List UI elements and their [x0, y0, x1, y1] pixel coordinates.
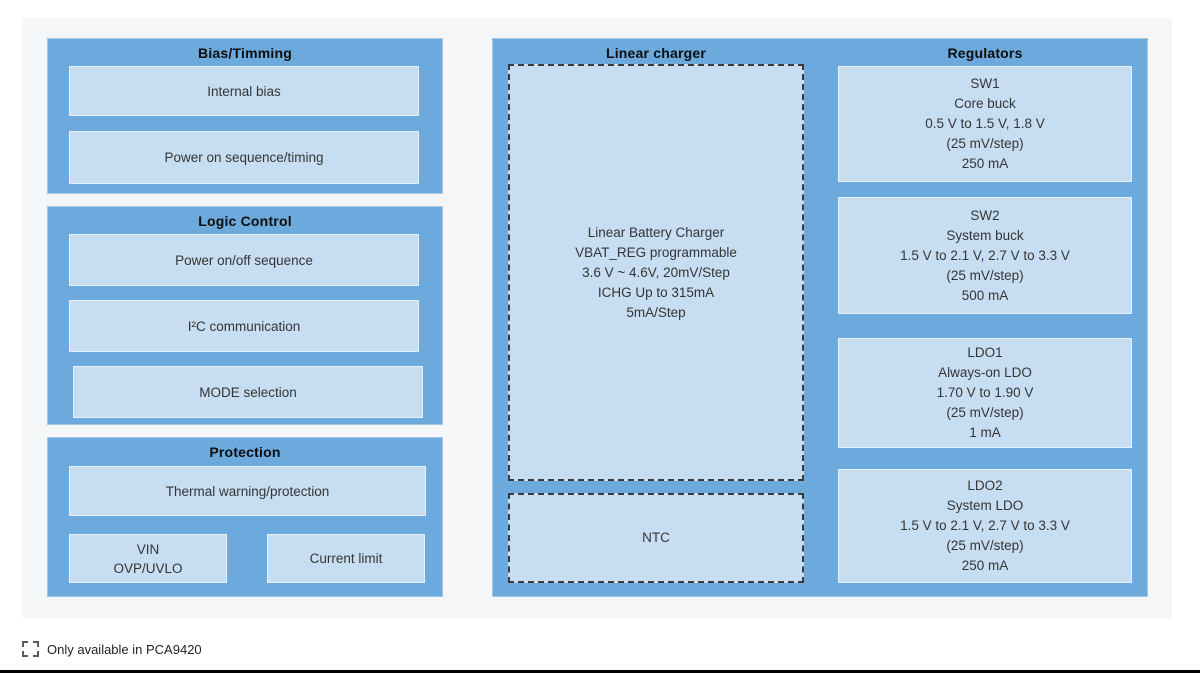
charger-regulators-block: Linear charger Regulators Linear Battery…	[492, 38, 1148, 597]
mode-selection-box: MODE selection	[73, 366, 423, 418]
current-limit-box: Current limit	[267, 534, 425, 583]
thermal-warning-protection-box: Thermal warning/protection	[69, 466, 426, 516]
legend-row: Only available in PCA9420	[22, 639, 202, 659]
i2c-communication-box: I²C communication	[69, 300, 419, 352]
legend-label: Only available in PCA9420	[47, 641, 202, 657]
bias-timing-block: Bias/Timming Internal bias Power on sequ…	[47, 38, 443, 194]
regulators-title: Regulators	[947, 45, 1023, 61]
protection-title: Protection	[209, 444, 281, 460]
dashed-outline-legend-icon	[22, 641, 39, 657]
protection-block: Protection Thermal warning/protection VI…	[47, 437, 443, 597]
bottom-rule	[0, 670, 1200, 673]
diagram-panel: Bias/Timming Internal bias Power on sequ…	[22, 18, 1172, 618]
logic-control-block: Logic Control Power on/off sequence I²C …	[47, 206, 443, 425]
linear-charger-title: Linear charger	[605, 45, 707, 61]
bias-timing-title: Bias/Timming	[198, 45, 292, 61]
power-on-sequence-timing-box: Power on sequence/timing	[69, 131, 419, 184]
internal-bias-box: Internal bias	[69, 66, 419, 116]
power-on-off-sequence-box: Power on/off sequence	[69, 234, 419, 286]
logic-control-title: Logic Control	[198, 213, 292, 229]
ntc-box: NTC	[508, 493, 804, 583]
